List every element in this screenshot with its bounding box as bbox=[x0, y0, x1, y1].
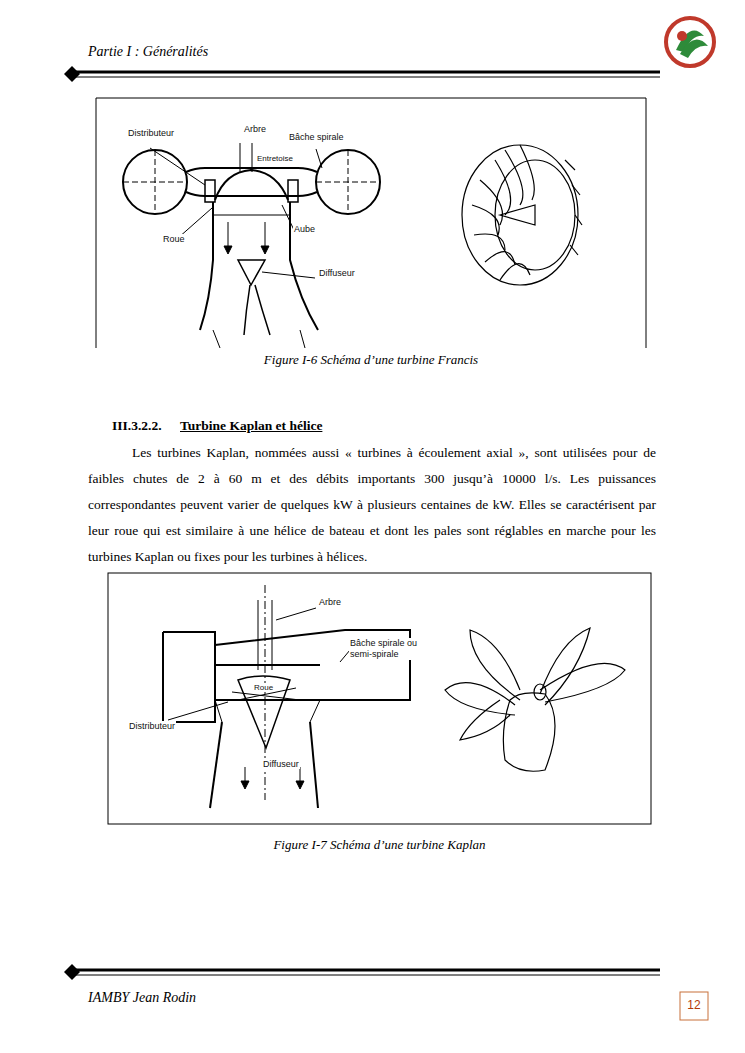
part-label: Distributeur bbox=[127, 128, 175, 138]
figure-caption: Figure I-6 Schéma d’une turbine Francis bbox=[96, 352, 646, 368]
figure-caption: Figure I-7 Schéma d’une turbine Kaplan bbox=[108, 837, 651, 853]
part-label: Diffuseur bbox=[318, 268, 356, 278]
page-number: 12 bbox=[680, 998, 708, 1012]
part-label: Roue bbox=[162, 234, 186, 244]
part-label: Bâche spirale ou semi-spirale bbox=[349, 638, 439, 660]
part-label: Arbre bbox=[318, 597, 342, 607]
part-label: Entretoise bbox=[256, 154, 294, 163]
page-footer: IAMBY Jean Rodin bbox=[88, 990, 196, 1006]
part-label: Roue bbox=[253, 683, 274, 692]
part-label: Bâche spirale bbox=[288, 132, 345, 142]
page-header: Partie I : Généralités bbox=[88, 44, 208, 60]
part-label: Aube bbox=[293, 224, 316, 234]
part-label: Distributeur bbox=[128, 721, 176, 731]
part-label: Diffuseur bbox=[262, 759, 300, 769]
part-label: Arbre bbox=[243, 124, 267, 134]
body-paragraph: Les turbines Kaplan, nommées aussi « tur… bbox=[88, 440, 656, 570]
section-title: Turbine Kaplan et hélice bbox=[180, 418, 322, 434]
section-number: III.3.2.2. bbox=[112, 418, 162, 434]
